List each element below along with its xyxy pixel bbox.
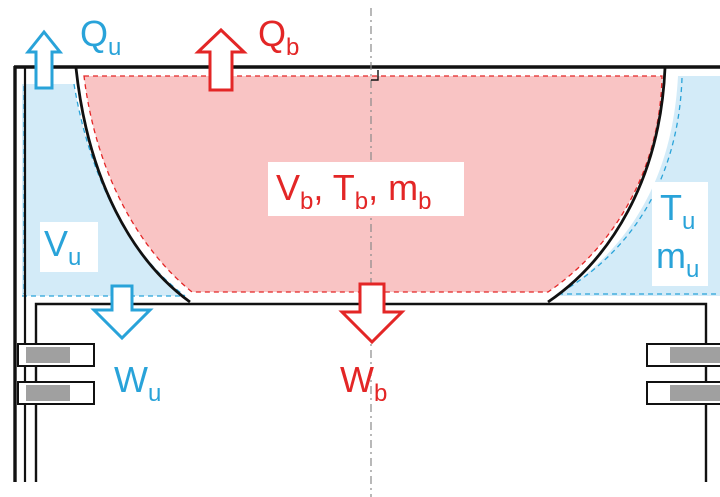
v-unburned-label-bg [40, 222, 98, 272]
heat-loss-burned-arrow [194, 27, 248, 92]
w-unburned-label: Wu [114, 359, 161, 407]
m-unburned-label: mu [656, 235, 699, 283]
unburned-zone-right-boundary [555, 77, 720, 295]
q-burned-label: Qb [258, 13, 299, 61]
tu-mu-label-bg [652, 182, 708, 286]
right-angle-marker [371, 70, 379, 81]
piston-ring-left-2-hatch [26, 385, 70, 401]
bowl-wall [74, 67, 667, 304]
piston-ring-left-1-hatch [26, 347, 70, 363]
v-unburned-label: Vu [44, 223, 81, 271]
burned-state-label: Vb, Tb, mb [276, 167, 431, 215]
burned-state-label-bg [268, 162, 464, 216]
w-burned-label: Wb [340, 359, 387, 407]
heat-loss-unburned-arrow [24, 29, 64, 90]
t-unburned-label: Tu [660, 187, 695, 235]
piston-ring-right-1-hatch [670, 347, 720, 363]
work-burned-arrow [338, 282, 406, 345]
piston-ring-right-2-hatch [670, 385, 720, 401]
q-unburned-label: Qu [80, 13, 121, 61]
work-unburned-arrow [90, 284, 154, 341]
